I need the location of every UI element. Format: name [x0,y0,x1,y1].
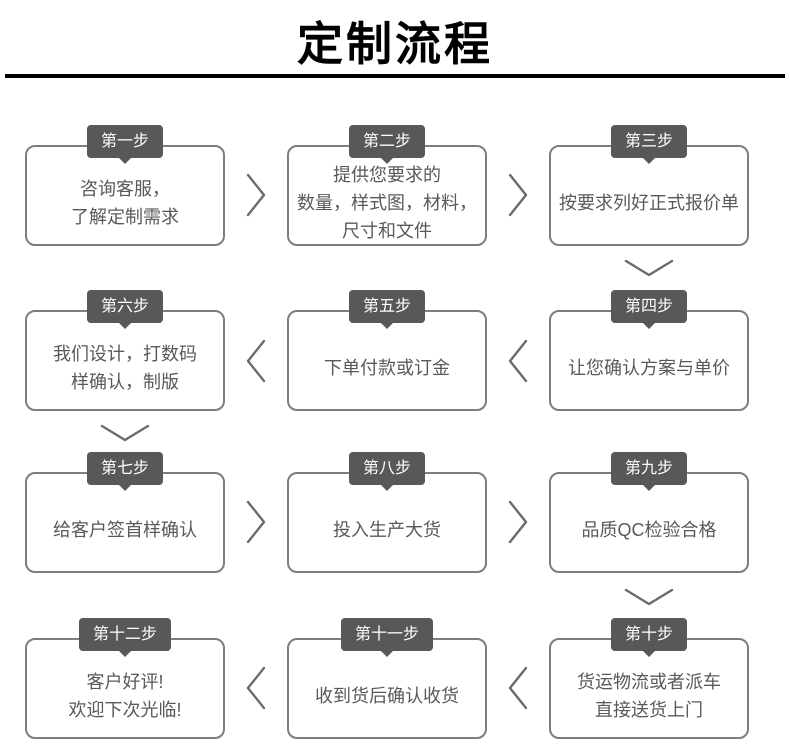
step-6-tab: 第六步 [86,290,164,323]
step-1: 第一步 咨询客服， 了解定制需求 [25,125,225,246]
step-8-tab: 第八步 [348,452,426,485]
step-4-tab: 第四步 [610,290,688,323]
step-2-line: 提供您要求的 [333,165,441,185]
step-5-line: 下单付款或订金 [324,358,450,378]
step-10-line: 直接送货上门 [595,700,703,720]
step-11-tab: 第十一步 [340,618,434,651]
step-8: 第八步 投入生产大货 [287,452,487,573]
chevron-right-icon [508,500,528,544]
chevron-right-icon [246,500,266,544]
step-7-tab: 第七步 [86,452,164,485]
step-12-line: 客户好评! [86,672,164,692]
step-4-line: 让您确认方案与单价 [568,358,730,378]
chevron-left-icon [246,339,266,383]
chevron-down-icon [624,259,674,277]
step-7: 第七步 给客户签首样确认 [25,452,225,573]
step-2: 第二步 提供您要求的 数量，样式图，材料， 尺寸和文件 [287,125,487,246]
step-10-tab: 第十步 [610,618,688,651]
step-3-tab: 第三步 [610,125,688,158]
step-9: 第九步 品质QC检验合格 [549,452,749,573]
step-8-line: 投入生产大货 [333,520,441,540]
step-11: 第十一步 收到货后确认收货 [287,618,487,739]
step-4: 第四步 让您确认方案与单价 [549,290,749,411]
step-6-line: 我们设计，打数码 [53,344,197,364]
step-7-line: 给客户签首样确认 [53,520,197,540]
step-12: 第十二步 客户好评! 欢迎下次光临! [25,618,225,739]
step-11-line: 收到货后确认收货 [315,686,459,706]
step-12-line: 欢迎下次光临! [68,700,182,720]
step-9-tab: 第九步 [610,452,688,485]
chevron-right-icon [508,173,528,217]
step-6: 第六步 我们设计，打数码 样确认，制版 [25,290,225,411]
step-9-line: 品质QC检验合格 [581,520,717,540]
step-3: 第三步 按要求列好正式报价单 [549,125,749,246]
step-2-line: 尺寸和文件 [342,221,432,241]
step-5-tab: 第五步 [348,290,426,323]
chevron-left-icon [508,666,528,710]
step-10-line: 货运物流或者派车 [577,672,721,692]
page-title: 定制流程 [297,18,493,70]
chevron-right-icon [246,173,266,217]
step-1-tab: 第一步 [86,125,164,158]
step-6-box: 我们设计，打数码 样确认，制版 [25,310,225,411]
chevron-down-icon [624,588,674,606]
step-9-box: 品质QC检验合格 [549,472,749,573]
step-1-line: 了解定制需求 [71,207,179,227]
step-2-line: 数量，样式图，材料， [297,193,477,213]
step-3-line: 按要求列好正式报价单 [559,193,739,213]
title-divider [5,74,785,78]
step-12-tab: 第十二步 [78,618,172,651]
step-2-tab: 第二步 [348,125,426,158]
step-6-line: 样确认，制版 [71,372,179,392]
step-1-line: 咨询客服， [80,179,170,199]
chevron-left-icon [246,666,266,710]
chevron-left-icon [508,339,528,383]
step-10: 第十步 货运物流或者派车 直接送货上门 [549,618,749,739]
chevron-down-icon [100,424,150,442]
step-5: 第五步 下单付款或订金 [287,290,487,411]
